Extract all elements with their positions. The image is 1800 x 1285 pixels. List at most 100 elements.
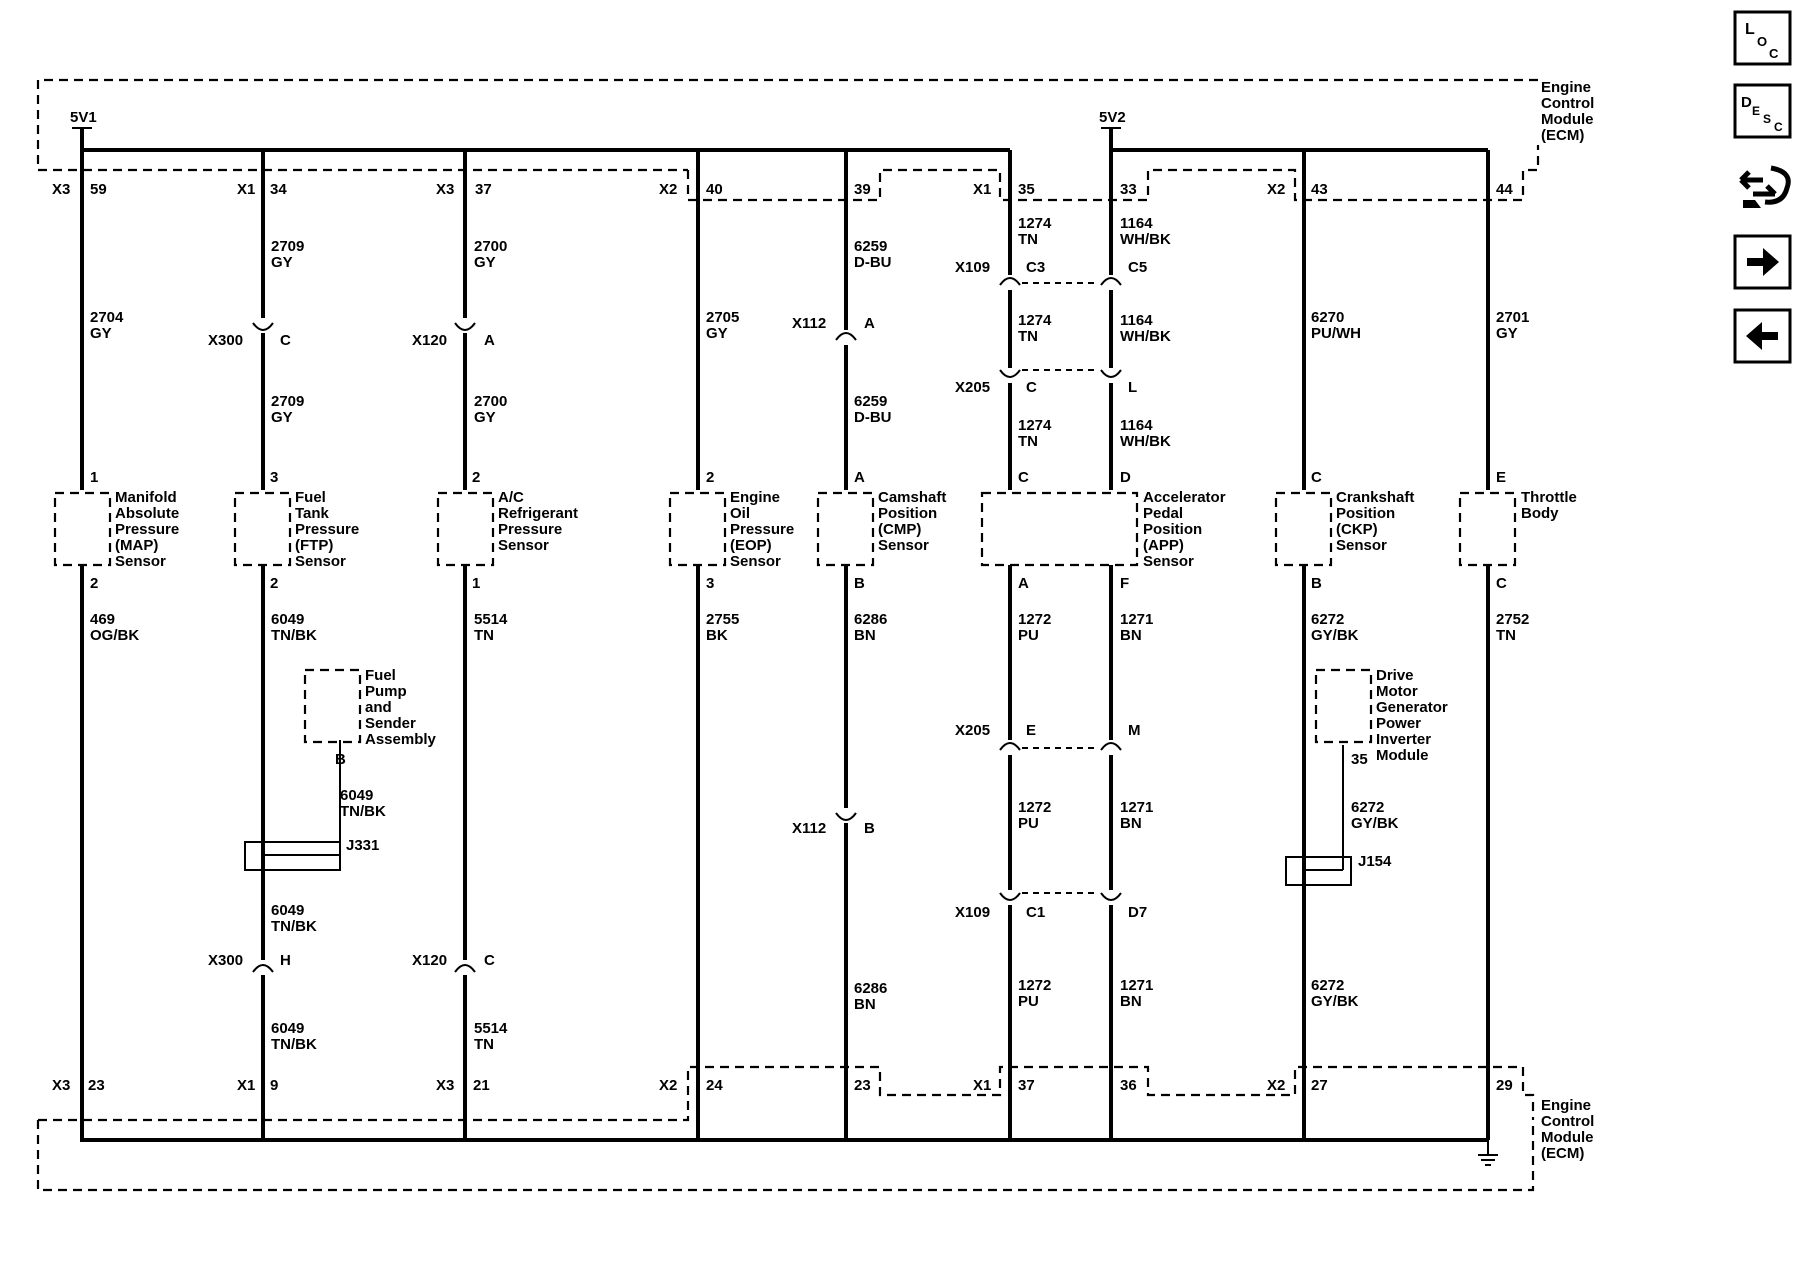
- circuit-number: 2709: [271, 238, 304, 255]
- svg-text:X109: X109: [955, 259, 990, 276]
- svg-text:1: 1: [472, 575, 480, 592]
- ecm-bottom-block: Engine Control Module (ECM): [36, 1065, 1594, 1192]
- wire-color: GY: [90, 325, 112, 342]
- svg-text:(CMP): (CMP): [878, 521, 921, 538]
- svg-text:F: F: [1120, 575, 1129, 592]
- throttle-body: E C Throttle Body: [1458, 469, 1577, 592]
- svg-text:Oil: Oil: [730, 505, 750, 522]
- svg-text:Throttle: Throttle: [1521, 489, 1577, 506]
- ecm-bottom-label: Engine Control Module (ECM): [1541, 1097, 1594, 1162]
- wire-color: TN: [1018, 328, 1038, 345]
- svg-text:Refrigerant: Refrigerant: [498, 505, 578, 522]
- svg-text:X112: X112: [792, 820, 826, 837]
- circuit-number: 469: [90, 611, 115, 628]
- svg-text:X300: X300: [208, 952, 243, 969]
- svg-text:Sensor: Sensor: [730, 553, 781, 570]
- svg-text:E: E: [1026, 722, 1036, 739]
- svg-text:C3: C3: [1026, 259, 1045, 276]
- wire-color: BN: [854, 627, 876, 644]
- wire-color: GY: [474, 409, 496, 426]
- svg-text:C: C: [484, 952, 495, 969]
- svg-text:(APP): (APP): [1143, 537, 1184, 554]
- wire-color: BK: [706, 627, 728, 644]
- svg-text:M: M: [1128, 722, 1141, 739]
- svg-text:2: 2: [706, 469, 714, 486]
- svg-text:(CKP): (CKP): [1336, 521, 1378, 538]
- circuit-number: 2701: [1496, 309, 1529, 326]
- svg-text:X2: X2: [659, 1077, 677, 1094]
- svg-text:35: 35: [1018, 181, 1035, 198]
- connector-icon[interactable]: [1739, 165, 1791, 208]
- svg-text:J154: J154: [1358, 853, 1392, 870]
- description-button[interactable]: D E S C: [1733, 83, 1792, 139]
- ftp-sensor: 3 2 Fuel Tank Pressure (FTP) Sensor: [233, 469, 359, 592]
- ckp-sensor: C B Crankshaft Position (CKP) Sensor: [1274, 469, 1414, 592]
- svg-text:X3: X3: [52, 181, 70, 198]
- circuit-number: 2700: [474, 238, 507, 255]
- svg-text:3: 3: [270, 469, 278, 486]
- circuit-number: 2755: [706, 611, 739, 628]
- svg-text:Absolute: Absolute: [115, 505, 179, 522]
- wire-color: WH/BK: [1120, 328, 1171, 345]
- svg-text:59: 59: [90, 181, 107, 198]
- circuit-number: 1274: [1018, 215, 1052, 232]
- splice-j154: J154: [1285, 853, 1392, 886]
- svg-text:B: B: [864, 820, 875, 837]
- 5v1-label: 5V1: [70, 109, 97, 126]
- svg-text:Pressure: Pressure: [115, 521, 179, 538]
- circuit-number: 5514: [474, 1020, 508, 1037]
- inline-connector-x112-b: X112 B: [792, 812, 875, 837]
- wire-color: TN/BK: [271, 1036, 317, 1053]
- inline-connector-x109-top: X109 C3 C5: [955, 259, 1147, 286]
- location-button[interactable]: L O C: [1733, 10, 1792, 66]
- svg-text:B: B: [1311, 575, 1322, 592]
- svg-text:Drive: Drive: [1376, 667, 1414, 684]
- cmp-sensor: A B Camshaft Position (CMP) Sensor: [816, 469, 946, 592]
- circuit-number: 6286: [854, 611, 887, 628]
- svg-text:Position: Position: [878, 505, 937, 522]
- circuit-number: 2752: [1496, 611, 1529, 628]
- svg-text:Crankshaft: Crankshaft: [1336, 489, 1414, 506]
- svg-text:Sensor: Sensor: [1143, 553, 1194, 570]
- svg-text:Control: Control: [1541, 95, 1594, 112]
- svg-text:Engine: Engine: [1541, 79, 1591, 96]
- circuit-number: 6270: [1311, 309, 1344, 326]
- eop-sensor: 2 3 Engine Oil Pressure (EOP) Sensor: [668, 469, 794, 592]
- next-arrow-icon[interactable]: [1733, 234, 1792, 290]
- svg-text:2: 2: [90, 575, 98, 592]
- previous-arrow-icon[interactable]: [1733, 308, 1792, 364]
- svg-text:X2: X2: [659, 181, 677, 198]
- splice-j331: J331: [244, 837, 379, 871]
- circuit-number: 5514: [474, 611, 508, 628]
- ground-bus: [80, 1138, 1498, 1166]
- circuit-number: 6272: [1311, 977, 1344, 994]
- svg-text:Sensor: Sensor: [295, 553, 346, 570]
- wire-color: PU: [1018, 815, 1039, 832]
- wire-color: TN: [1018, 433, 1038, 450]
- svg-text:J331: J331: [346, 837, 379, 854]
- svg-text:C1: C1: [1026, 904, 1045, 921]
- circuit-number: 2704: [90, 309, 124, 326]
- svg-text:(MAP): (MAP): [115, 537, 158, 554]
- svg-text:Sensor: Sensor: [878, 537, 929, 554]
- svg-text:X205: X205: [955, 722, 990, 739]
- svg-text:L: L: [1128, 379, 1137, 396]
- svg-text:Pressure: Pressure: [498, 521, 562, 538]
- svg-text:A/C: A/C: [498, 489, 524, 506]
- svg-text:X1: X1: [973, 1077, 991, 1094]
- svg-text:X1: X1: [237, 181, 255, 198]
- svg-text:Fuel: Fuel: [295, 489, 326, 506]
- svg-text:24: 24: [706, 1077, 723, 1094]
- circuit-number: 1164: [1120, 215, 1153, 232]
